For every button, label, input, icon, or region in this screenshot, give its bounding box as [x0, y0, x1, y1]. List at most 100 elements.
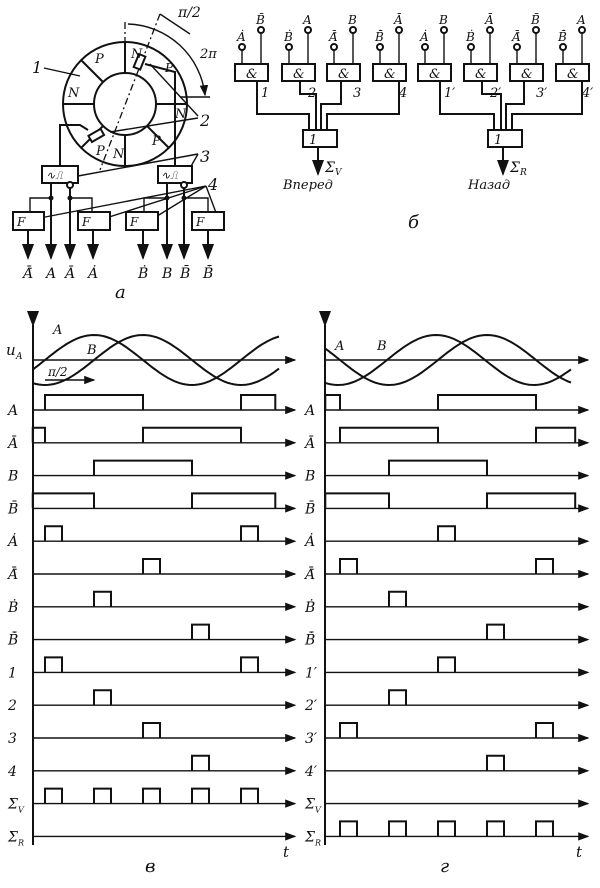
timing-row: 3 — [8, 722, 297, 747]
and-symbol: & — [521, 67, 533, 82]
and-gate — [417, 63, 452, 82]
row-label: 4′ — [304, 764, 318, 780]
square-wave-segment — [324, 394, 341, 410]
and-gate — [234, 63, 269, 82]
pulse-shaper-b — [157, 165, 193, 184]
row-label: B̄̇ — [7, 630, 18, 649]
timing-row: A — [6, 394, 297, 419]
or-symbol: 1 — [309, 133, 317, 148]
gate-number: 1′ — [444, 86, 455, 101]
gate-input-label: Ā — [484, 12, 494, 27]
gate-number: 4 — [398, 86, 407, 101]
and-symbol: & — [293, 67, 305, 82]
pulse — [191, 754, 210, 771]
pole-label: P — [94, 52, 104, 67]
input-terminal — [486, 26, 494, 34]
shaper-symbol: ∿⎍ — [46, 169, 63, 182]
pulse — [240, 787, 259, 804]
pulse — [142, 722, 161, 738]
input-terminal — [330, 43, 338, 51]
input-terminal — [467, 43, 475, 51]
quarter-angle-label: π/2 — [177, 5, 201, 21]
input-terminal — [257, 26, 265, 34]
timing-row: 2 — [7, 689, 297, 714]
and-gate — [372, 63, 407, 82]
timing-row: Ā — [303, 426, 590, 452]
panel-label: в — [145, 856, 155, 877]
row-label: Ā — [6, 434, 18, 452]
gate-input-label: B — [438, 13, 448, 27]
square-wave-segment — [142, 426, 242, 443]
sensor-2 — [87, 127, 106, 144]
and-gate — [281, 63, 316, 82]
shaper-symbol: ∿⎍ — [161, 169, 178, 182]
callout-4: 4 — [207, 175, 218, 194]
wire — [511, 81, 583, 130]
timing-row: 3′ — [305, 722, 590, 747]
pulse — [437, 525, 456, 542]
wire — [505, 81, 525, 130]
input-terminal — [238, 43, 246, 51]
row-label: 4 — [7, 764, 17, 780]
and-gate — [555, 63, 590, 82]
wire — [439, 81, 495, 130]
and-symbol: & — [475, 67, 487, 82]
pole-label: N — [112, 147, 125, 162]
row-label: 1′ — [305, 665, 318, 681]
pulse — [191, 623, 210, 640]
direction-caption: Вперед — [282, 178, 333, 193]
gate-input-label: Ȧ — [236, 29, 246, 44]
row-label: B — [7, 469, 18, 485]
gate-input-label: Ā̇ — [328, 29, 338, 44]
gate-input-label: Ā — [393, 12, 403, 27]
timing-row: B̄̇ — [7, 623, 297, 649]
and-symbol: & — [567, 67, 579, 82]
row-label: 3 — [8, 731, 17, 747]
timing-row: Ȧ — [6, 525, 297, 550]
timing-row: 1 — [8, 656, 297, 681]
sensor-1 — [132, 52, 147, 71]
row-label: Σ — [304, 797, 315, 813]
input-terminal — [395, 26, 403, 34]
timing-row: 4 — [7, 754, 297, 780]
square-wave-segment — [31, 426, 46, 443]
input-terminal — [304, 26, 312, 34]
output-label: B̄̇ — [202, 263, 213, 282]
encoder-diagram: N P N P N P P N π/2 2π 1 2 3 4 ∿⎍ ∿⎍ — [12, 5, 225, 303]
output-label: Ā — [63, 264, 75, 282]
input-terminal — [421, 43, 429, 51]
timing-row: Ā — [6, 426, 297, 452]
row-label: B̄ — [7, 500, 18, 518]
wire — [481, 81, 502, 130]
sine-wave-b — [324, 333, 572, 387]
row-label-subscript: R — [17, 838, 24, 847]
timing-row: 1′ — [305, 656, 590, 681]
time-label: t — [283, 843, 290, 861]
sum-label: Σ — [324, 160, 335, 176]
row-label: Σ — [7, 797, 18, 813]
pulse — [44, 787, 63, 804]
input-terminal — [559, 43, 567, 51]
wire — [59, 124, 89, 166]
pole-label: P — [164, 61, 174, 75]
gate-input-label: Ȧ — [419, 29, 429, 44]
wave-label-b: B — [376, 339, 387, 354]
timing-row: 2′ — [304, 689, 590, 714]
row-label: Ā̇ — [303, 565, 315, 583]
row-label: Σ — [7, 829, 18, 845]
row-label: B — [304, 469, 315, 485]
wire — [256, 81, 310, 130]
gate-input-label: B̄ — [530, 12, 540, 27]
wave-label-a: A — [52, 323, 62, 338]
timing-row: A — [303, 394, 590, 419]
wire — [320, 81, 342, 130]
full-angle-label: 2π — [199, 47, 217, 62]
gate-number: 1 — [261, 86, 269, 101]
output-label: A — [44, 266, 56, 282]
output-label: Ȧ — [86, 264, 98, 282]
or-gate — [302, 129, 338, 148]
